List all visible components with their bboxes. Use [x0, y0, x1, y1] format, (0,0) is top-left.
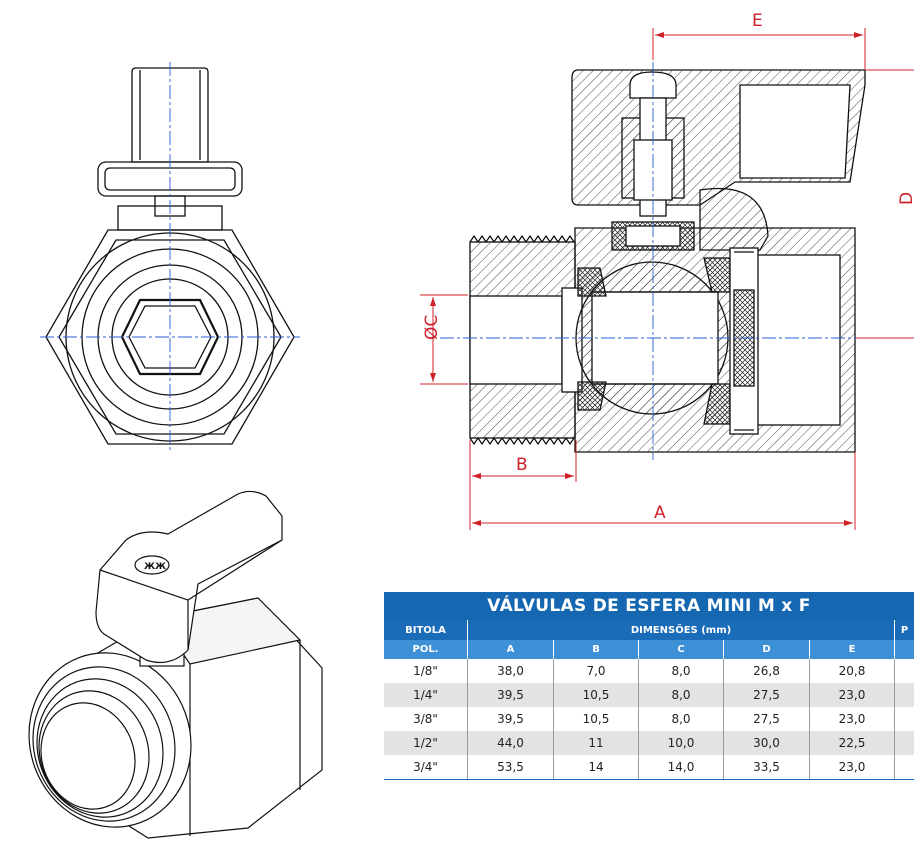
dim-label-b: B — [516, 455, 528, 475]
table-cell: 53,5 — [468, 755, 554, 779]
table-cell: 1/8" — [384, 659, 468, 683]
table-cell — [895, 731, 914, 755]
table-cell — [895, 683, 914, 707]
section-view — [440, 62, 914, 460]
column-header: POL. — [384, 640, 468, 659]
header-extra: P — [900, 624, 909, 636]
table-cell: 8,0 — [639, 659, 724, 683]
table-cell: 38,0 — [468, 659, 554, 683]
table-cell: 8,0 — [639, 683, 724, 707]
header-dimensions: DIMENSÕES (mm) — [468, 620, 895, 640]
table-cell: 14,0 — [639, 755, 724, 779]
dim-label-d: D — [897, 192, 914, 205]
table-cell: 1/2" — [384, 731, 468, 755]
table-cell: 20,8 — [810, 659, 895, 683]
table-row: 1/2" 44,0 11 10,0 30,0 22,5 — [384, 731, 914, 755]
table-cell: 8,0 — [639, 707, 724, 731]
table-row: 3/4" 53,5 14 14,0 33,5 23,0 — [384, 755, 914, 779]
table-cell: 14 — [554, 755, 639, 779]
table-cell: 22,5 — [810, 731, 895, 755]
table-cell: 44,0 — [468, 731, 554, 755]
isometric-view: ЖЖ — [28, 490, 323, 839]
specification-table: VÁLVULAS DE ESFERA MINI M x F BITOLA DIM… — [384, 592, 914, 780]
table-cell: 27,5 — [724, 707, 810, 731]
table-cell — [895, 659, 914, 683]
column-header: D — [724, 640, 810, 659]
table-cell: 30,0 — [724, 731, 810, 755]
dim-label-c: ØC — [422, 315, 442, 340]
table-cell: 7,0 — [554, 659, 639, 683]
table-group-header: BITOLA DIMENSÕES (mm) P — [384, 620, 914, 640]
table-cell: 3/4" — [384, 755, 468, 779]
table-cell: 33,5 — [724, 755, 810, 779]
table-cell: 23,0 — [810, 707, 895, 731]
table-cell: 23,0 — [810, 755, 895, 779]
table-cell: 10,5 — [554, 707, 639, 731]
table-cell: 10,5 — [554, 683, 639, 707]
column-header: E — [810, 640, 895, 659]
front-view — [40, 62, 300, 452]
table-cell: 39,5 — [468, 707, 554, 731]
svg-text:ЖЖ: ЖЖ — [144, 562, 166, 572]
dimension-lines — [420, 28, 914, 530]
table-row: 3/8" 39,5 10,5 8,0 27,5 23,0 — [384, 707, 914, 731]
table-title: VÁLVULAS DE ESFERA MINI M x F — [384, 592, 914, 620]
table-row: 1/8" 38,0 7,0 8,0 26,8 20,8 — [384, 659, 914, 683]
header-bitola: BITOLA — [384, 620, 468, 640]
table-cell: 11 — [554, 731, 639, 755]
table-row: 1/4" 39,5 10,5 8,0 27,5 23,0 — [384, 683, 914, 707]
table-cell: 39,5 — [468, 683, 554, 707]
table-cell: 10,0 — [639, 731, 724, 755]
table-cell — [895, 755, 914, 779]
table-cell: 3/8" — [384, 707, 468, 731]
table-cell: 27,5 — [724, 683, 810, 707]
table-cell — [895, 707, 914, 731]
table-column-header: POL. A B C D E — [384, 640, 914, 659]
column-header-extra — [895, 640, 914, 659]
column-header: B — [554, 640, 639, 659]
table-cell: 1/4" — [384, 683, 468, 707]
column-header: C — [639, 640, 724, 659]
table-cell: 26,8 — [724, 659, 810, 683]
dim-label-e: E — [752, 11, 763, 31]
column-header: A — [468, 640, 554, 659]
table-bottom-rule — [384, 779, 914, 780]
dim-label-a: A — [654, 503, 666, 523]
table-cell: 23,0 — [810, 683, 895, 707]
